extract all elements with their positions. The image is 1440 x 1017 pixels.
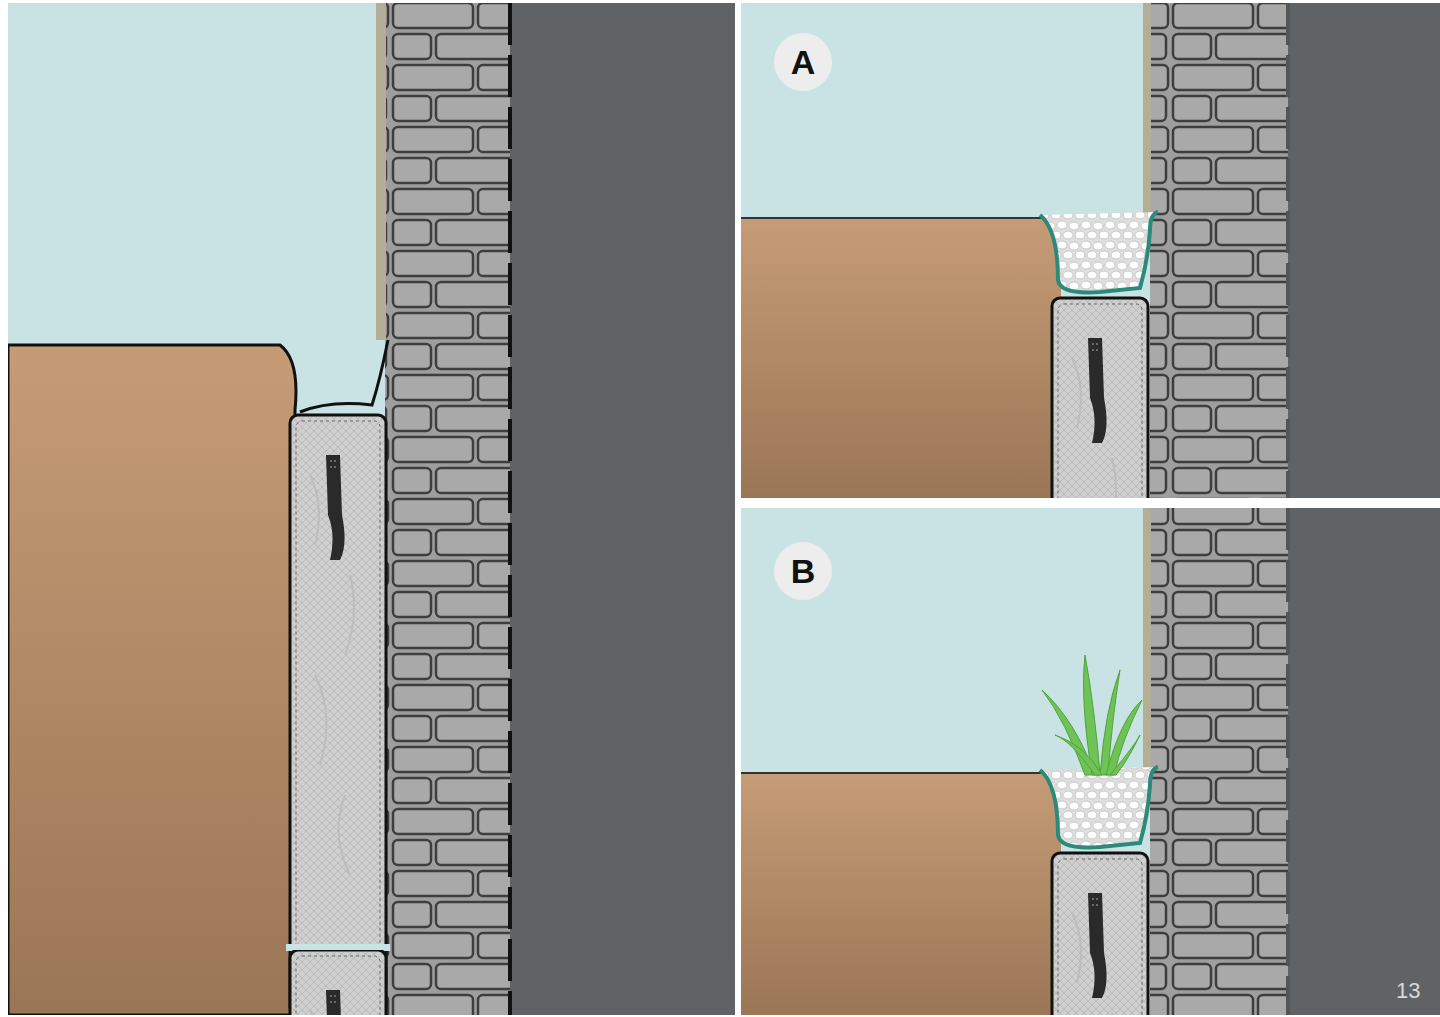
panel-letter: A bbox=[791, 45, 816, 79]
panel-letter-badge: A bbox=[774, 33, 832, 91]
panel-letter-badge: B bbox=[774, 542, 832, 600]
page-number: 13 bbox=[1396, 978, 1420, 1004]
panel-letter: B bbox=[791, 554, 816, 588]
